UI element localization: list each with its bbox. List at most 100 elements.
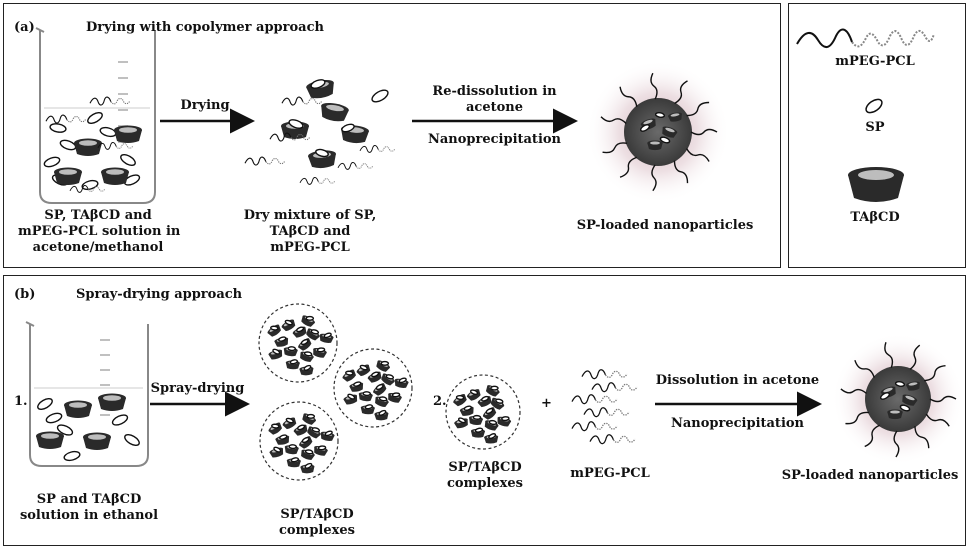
corona-chain <box>686 101 710 117</box>
drying-label: Drying <box>180 98 230 113</box>
panel-a-title: Drying with copolymer approach <box>86 20 324 35</box>
step-1-label: 1. <box>14 394 28 409</box>
cd-glyph <box>662 126 678 138</box>
sp-glyph <box>324 430 333 437</box>
sp-glyph <box>272 348 281 355</box>
corona-chain <box>619 86 638 107</box>
sp-glyph <box>305 315 315 321</box>
polymer-glyph <box>359 145 396 153</box>
sp-glyph <box>120 154 136 166</box>
sp-glyph <box>304 462 313 469</box>
sp-glyph <box>474 427 484 433</box>
polymer-glyph <box>337 162 374 170</box>
polymer-glyph <box>583 407 630 418</box>
sp-glyph <box>385 374 395 380</box>
sp-glyph <box>315 148 329 158</box>
sp-glyph <box>303 364 312 371</box>
corona-chain <box>914 426 930 449</box>
sp-glyph <box>270 325 279 331</box>
legend-polymer-icon <box>796 28 935 48</box>
polymer-glyph <box>589 434 636 445</box>
corona-chain <box>619 156 638 178</box>
sp-glyph <box>488 419 498 426</box>
polymer-glyph <box>69 185 106 193</box>
sp-glyph <box>371 371 380 378</box>
sp-glyph <box>391 392 401 398</box>
legend-polymer-label: mPEG-PCL <box>835 54 915 69</box>
sp-glyph <box>124 434 140 446</box>
sp-glyph <box>894 381 906 387</box>
corona-chain <box>690 128 718 136</box>
sp-glyph <box>359 364 368 371</box>
sp-glyph <box>879 392 891 400</box>
sp-glyph <box>485 407 494 415</box>
sp-glyph <box>300 338 309 346</box>
sp-glyph <box>310 329 320 335</box>
polymer-glyph <box>97 142 134 150</box>
cd-glyph <box>114 125 142 143</box>
nanoparticle-b <box>832 333 964 465</box>
corona-chain <box>925 413 950 427</box>
sp-glyph <box>301 436 310 444</box>
beaker-a-contents <box>43 96 142 193</box>
sp-glyph <box>45 412 63 424</box>
sp-glyph <box>297 424 306 431</box>
polymer-glyph <box>244 156 286 166</box>
sp-glyph <box>347 393 356 400</box>
complex-particle-step2 <box>445 374 521 450</box>
sp-glyph <box>317 445 327 451</box>
panel-b-label: (b) <box>14 287 36 302</box>
beaker-b <box>25 321 149 467</box>
cd-glyph <box>101 167 129 185</box>
cd-glyph <box>74 138 102 156</box>
cd-glyph <box>36 431 64 449</box>
product-b-caption: SP-loaded nanoparticles <box>781 468 959 483</box>
sp-glyph <box>490 385 499 391</box>
corona-chain <box>893 430 900 458</box>
sp-glyph <box>398 377 407 384</box>
sp-glyph <box>87 112 103 124</box>
panel-b-title: Spray-drying approach <box>76 287 243 302</box>
sp-glyph <box>380 360 390 366</box>
beaker-a <box>35 27 156 204</box>
cd-glyph <box>906 381 920 391</box>
sp-glyph <box>501 416 510 422</box>
cd-glyph <box>321 102 349 122</box>
corona-chain <box>600 116 627 124</box>
sp-glyph <box>455 394 465 401</box>
polymer-glyph <box>281 96 323 106</box>
sp-glyph <box>99 126 117 138</box>
sp-glyph <box>37 398 53 410</box>
sp-glyph <box>59 139 77 151</box>
polymer-glyph <box>269 132 311 142</box>
polymer-glyph <box>591 382 638 393</box>
panel-a <box>3 3 781 268</box>
legend-sp-icon <box>865 98 883 114</box>
sp-glyph <box>63 450 81 462</box>
sp-glyph <box>284 319 293 326</box>
sp-glyph <box>56 424 74 436</box>
beaker-b-contents <box>36 393 140 462</box>
sp-glyph <box>288 444 298 450</box>
sp-glyph <box>316 347 326 353</box>
nanoparticle-a <box>586 60 730 204</box>
corona-chain <box>845 411 870 425</box>
sp-glyph <box>290 457 300 463</box>
legend-panel <box>788 3 966 268</box>
polymer-chains <box>571 369 638 445</box>
polymer-glyph <box>571 421 618 432</box>
sp-glyph <box>296 326 305 333</box>
sp-glyph <box>43 156 61 168</box>
step-2-label: 2. <box>433 394 447 409</box>
sp-glyph <box>306 413 316 419</box>
sp-glyph <box>287 346 297 352</box>
sp-glyph <box>311 427 321 433</box>
spray-drying-label: Spray-drying <box>150 381 245 396</box>
sp-glyph <box>285 417 294 424</box>
corona-chain <box>840 388 867 394</box>
complexes-caption: SP/TAβCD complexes <box>279 507 355 538</box>
beaker-b-caption: SP and TAβCD solution in ethanol <box>19 492 159 523</box>
dry-mixture <box>244 79 396 185</box>
polymer-glyph <box>299 177 336 185</box>
